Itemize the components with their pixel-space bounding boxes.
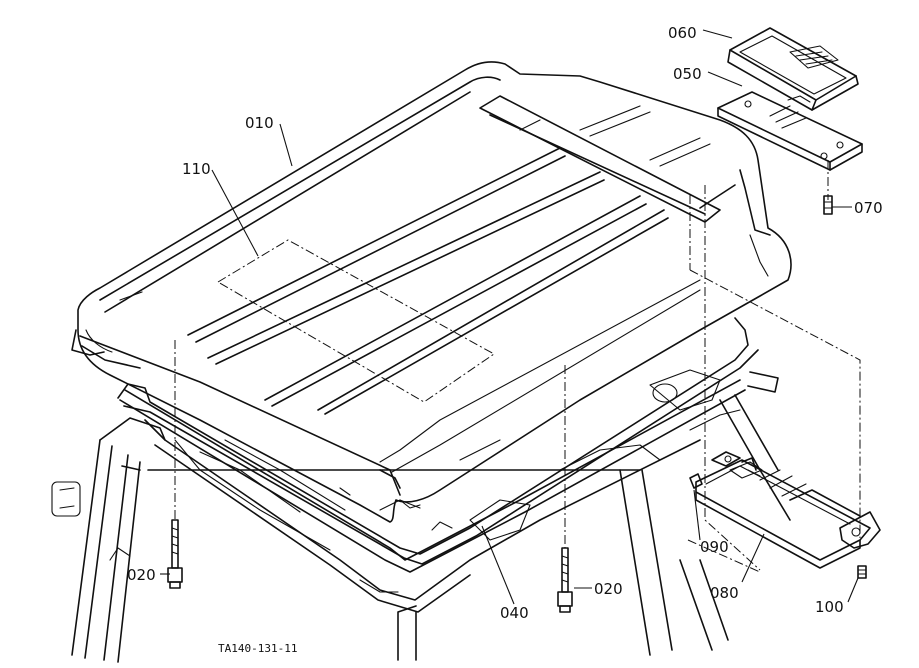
callout-080: 080: [710, 584, 739, 602]
center-lines: [174, 160, 861, 571]
callout-110: 110: [182, 160, 211, 178]
callout-060: 060: [668, 24, 697, 42]
callout-070: 070: [854, 199, 883, 217]
lamp-bracket: [717, 91, 863, 171]
bracket-080-outline: [687, 539, 761, 573]
bolt-020-right: [557, 547, 573, 613]
callout-090: 090: [700, 538, 729, 556]
figure-id: TA140-131-11: [218, 642, 297, 655]
rops-frame: [51, 394, 791, 663]
callout-040: 040: [500, 604, 529, 622]
bolt-020-left: [167, 519, 183, 589]
callout-010: 010: [245, 114, 274, 132]
leader-lines: [160, 29, 859, 605]
dome-lamp-lens: [727, 27, 859, 111]
seal-gasket: [117, 317, 759, 565]
roof-underframe: [119, 369, 779, 613]
callout-100: 100: [815, 598, 844, 616]
callout-020-left: 020: [127, 566, 156, 584]
callout-labels: 010 110 060 050 070 020 020 040 090 080 …: [127, 24, 883, 655]
screw-100: [857, 565, 867, 579]
hinge-bracket: [689, 451, 881, 569]
roof-panel: [71, 61, 792, 523]
bolt-070: [823, 195, 833, 215]
callout-020-right: 020: [594, 580, 623, 598]
roof-window-panel: [217, 239, 495, 403]
callout-050: 050: [673, 65, 702, 83]
